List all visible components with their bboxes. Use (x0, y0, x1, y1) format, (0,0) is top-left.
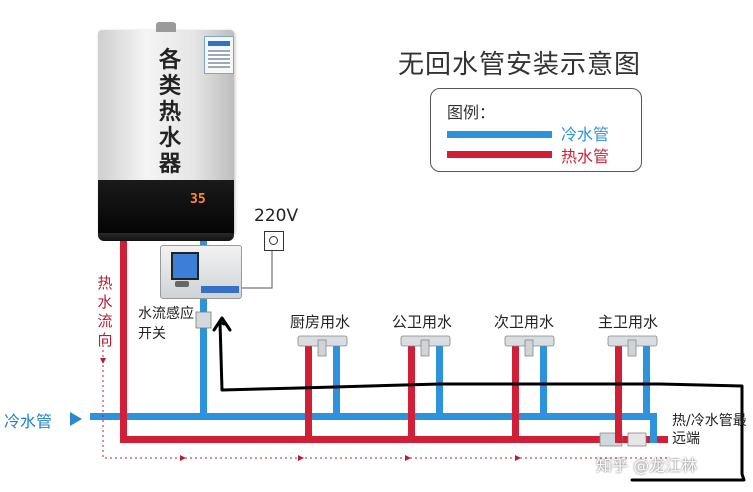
fixture-kitchen-pipes (297, 335, 348, 443)
flow-label-char: 热 (97, 274, 113, 292)
heater-char: 水 (158, 126, 181, 151)
heater-flue (156, 22, 176, 32)
fixture-label-public-bath: 公卫用水 (392, 313, 453, 331)
flow-label-char: 向 (97, 331, 113, 349)
circulation-controller (160, 245, 242, 299)
flow-arrow-1 (180, 455, 186, 461)
recirculation-annotation-line (218, 320, 746, 482)
controller-wire (240, 251, 273, 289)
far-end-valve-2 (627, 432, 647, 447)
heater-base (98, 233, 234, 241)
legend-cold-swatch (447, 131, 552, 138)
legend-hot-label: 热水管 (561, 147, 610, 166)
diagram-title: 无回水管安装示意图 (398, 50, 642, 80)
fixture-second-bath-pipes (504, 335, 555, 443)
heater-char: 热 (158, 100, 181, 125)
fixture-public-bath-pipes (400, 335, 451, 443)
watermark: 知乎 @龙江林 (596, 456, 698, 475)
cold-inlet-label: 冷水管 (4, 412, 53, 431)
legend-title: 图例： (447, 103, 496, 122)
water-heater: 各 类 热 水 器 35 (98, 22, 234, 241)
flow-label-char: 水 (97, 293, 113, 311)
flow-label-char: 流 (97, 312, 113, 330)
flow-sensor-label: 水流感应开关 (138, 306, 194, 342)
far-end-label: 热/冷水管最远端 (672, 413, 747, 447)
controller-screen (171, 252, 199, 280)
controller-button (175, 281, 189, 287)
legend: 图例： 冷水管 热水管 (430, 88, 642, 172)
far-end-cold-riser (650, 413, 657, 443)
flow-arrow-down (100, 358, 106, 364)
fixture-master-bath-pipes (607, 335, 658, 443)
heater-char: 器 (158, 152, 181, 177)
voltage-label: 220V (254, 206, 299, 226)
flow-arrow-4 (515, 455, 521, 461)
cold-main-pipe (90, 413, 656, 420)
heater-text: 各 类 热 水 器 (156, 48, 184, 178)
fixture-label-master-bath: 主卫用水 (598, 313, 659, 331)
hot-main-pipe (122, 436, 668, 443)
controller-brand-strip (201, 286, 239, 293)
heater-char: 各 (158, 48, 181, 73)
heater-control-panel: 35 (98, 180, 234, 233)
flow-arrow-3 (405, 455, 411, 461)
heater-char: 类 (158, 74, 181, 99)
annotation-arrowhead (212, 316, 232, 332)
heater-display: 35 (190, 192, 206, 207)
legend-cold-label: 冷水管 (561, 125, 610, 144)
hot-riser (120, 235, 127, 443)
sensor-body (195, 311, 212, 329)
fixture-label-kitchen: 厨房用水 (290, 313, 351, 331)
energy-label-sticker (204, 36, 234, 74)
legend-hot-swatch (447, 151, 552, 158)
cold-inlet-arrow-icon (70, 412, 82, 426)
fixture-label-second-bath: 次卫用水 (494, 313, 555, 331)
flow-arrow-2 (298, 455, 304, 461)
power-socket-icon (264, 231, 284, 251)
hot-flow-direction-label: 热 水 流 向 (95, 274, 115, 350)
